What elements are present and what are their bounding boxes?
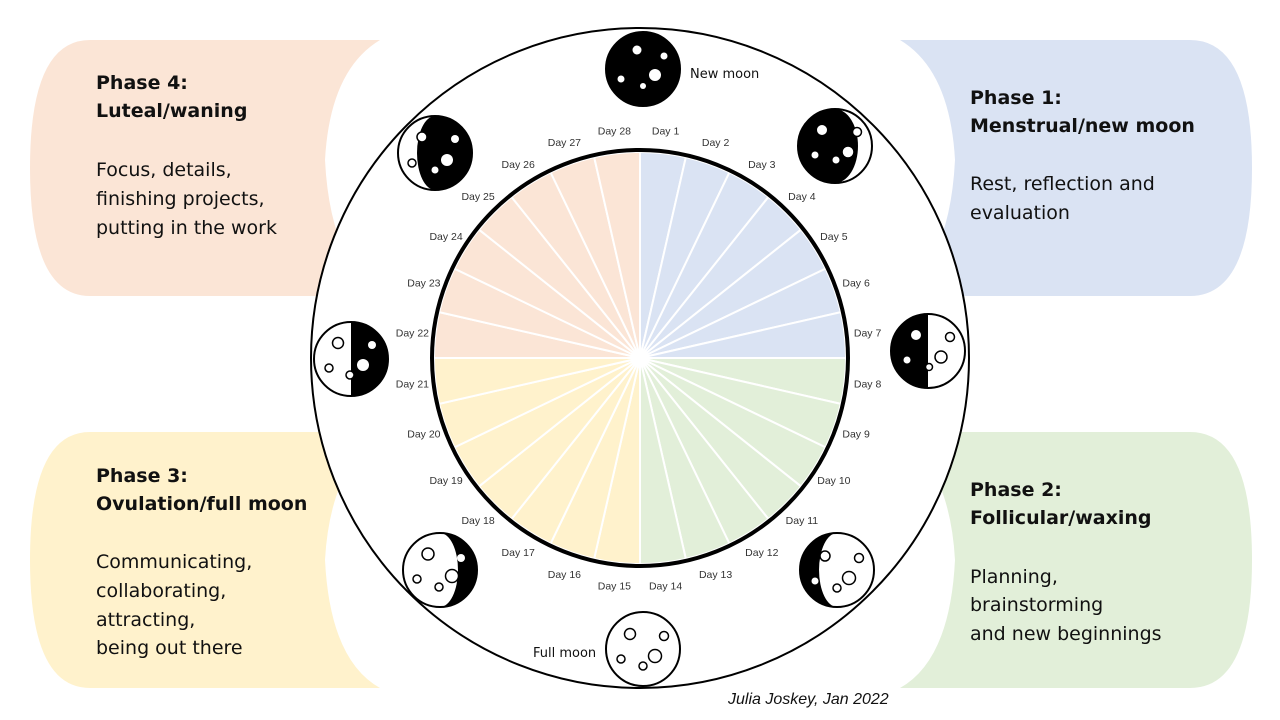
phase3-body-line: attracting,: [96, 609, 195, 631]
day-label: Day 22: [396, 327, 429, 339]
phase2-body-line: and new beginnings: [970, 623, 1162, 645]
phase2-panel: [900, 432, 1252, 688]
day-label: Day 23: [407, 277, 440, 289]
phase4-subtitle: Luteal/waning: [96, 100, 247, 122]
phase4-text: Phase 4: Luteal/waning Focus, details, f…: [96, 72, 277, 239]
day-label: Day 19: [429, 475, 462, 487]
full-moon-icon: [605, 611, 681, 687]
day-label: Day 15: [598, 581, 631, 593]
day-wedges: [432, 150, 848, 566]
phase2-text: Phase 2: Follicular/waxing Planning, bra…: [970, 479, 1162, 645]
phase3-body-line: being out there: [96, 637, 243, 659]
day-label: Day 13: [699, 569, 732, 581]
inner-ring: [430, 148, 850, 568]
day-label: Day 24: [429, 231, 462, 243]
author-credit: Julia Joskey, Jan 2022: [727, 691, 889, 708]
waning-gibbous-moon-icon: [402, 532, 478, 608]
phase1-title: Phase 1:: [970, 87, 1062, 109]
day-label: Day 6: [842, 277, 870, 289]
day-label: Day 27: [548, 137, 581, 149]
phase3-body-line: collaborating,: [96, 580, 226, 602]
day-label: Day 17: [502, 547, 535, 559]
full-moon-label: Full moon: [533, 646, 596, 661]
phase1-panel: [900, 40, 1252, 296]
day-labels: Day 1 Day 2 Day 3 Day 4 Day 5 Day 6 Day 7 Day 8…: [396, 125, 882, 592]
day-label: Day 14: [649, 581, 682, 593]
waning-crescent-moon-icon: [397, 115, 473, 191]
day-label: Day 16: [548, 569, 581, 581]
day-label: Day 25: [461, 191, 494, 203]
day-label: Day 3: [748, 159, 776, 171]
phase2-subtitle: Follicular/waxing: [970, 507, 1152, 529]
first-quarter-moon-icon: [890, 313, 966, 389]
day-label: Day 2: [702, 137, 730, 149]
day-label: Day 18: [461, 515, 494, 527]
phase3-body-line: Communicating,: [96, 551, 252, 573]
day-label: Day 4: [788, 191, 816, 203]
new-moon-icon: [605, 31, 681, 107]
day-label: Day 7: [854, 327, 882, 339]
waxing-crescent-moon-icon: [797, 108, 873, 184]
day-label: Day 11: [786, 515, 819, 527]
phase3-subtitle: Ovulation/full moon: [96, 493, 307, 515]
phase4-body-line: Focus, details,: [96, 159, 232, 181]
day-label: Day 1: [652, 125, 680, 137]
phase3-panel: [30, 432, 380, 688]
phase3-title: Phase 3:: [96, 465, 188, 487]
new-moon-label: New moon: [690, 67, 759, 82]
day-label: Day 5: [820, 231, 848, 243]
day-label: Day 26: [502, 159, 535, 171]
phase1-text: Phase 1: Menstrual/new moon Rest, reflec…: [970, 87, 1195, 224]
day-label: Day 10: [817, 475, 850, 487]
phase2-body-line: Planning,: [970, 566, 1058, 588]
phase4-body-line: putting in the work: [96, 217, 277, 239]
phase4-body-line: finishing projects,: [96, 188, 265, 210]
day-label: Day 9: [842, 429, 870, 441]
phase1-subtitle: Menstrual/new moon: [970, 115, 1195, 137]
third-quarter-moon-icon: [313, 321, 389, 397]
phase4-title: Phase 4:: [96, 72, 188, 94]
phase1-body-line: Rest, reflection and: [970, 173, 1155, 195]
day-label: Day 8: [854, 379, 882, 391]
phase2-body-line: brainstorming: [970, 594, 1103, 616]
phase2-title: Phase 2:: [970, 479, 1062, 501]
day-label: Day 21: [396, 379, 429, 391]
waxing-gibbous-moon-icon: [799, 532, 875, 608]
phase3-text: Phase 3: Ovulation/full moon Communicati…: [96, 465, 307, 659]
day-label: Day 12: [745, 547, 778, 559]
day-label: Day 28: [598, 125, 631, 137]
day-label: Day 20: [407, 429, 440, 441]
phase4-panel: [30, 40, 380, 296]
phase1-body-line: evaluation: [970, 202, 1070, 224]
